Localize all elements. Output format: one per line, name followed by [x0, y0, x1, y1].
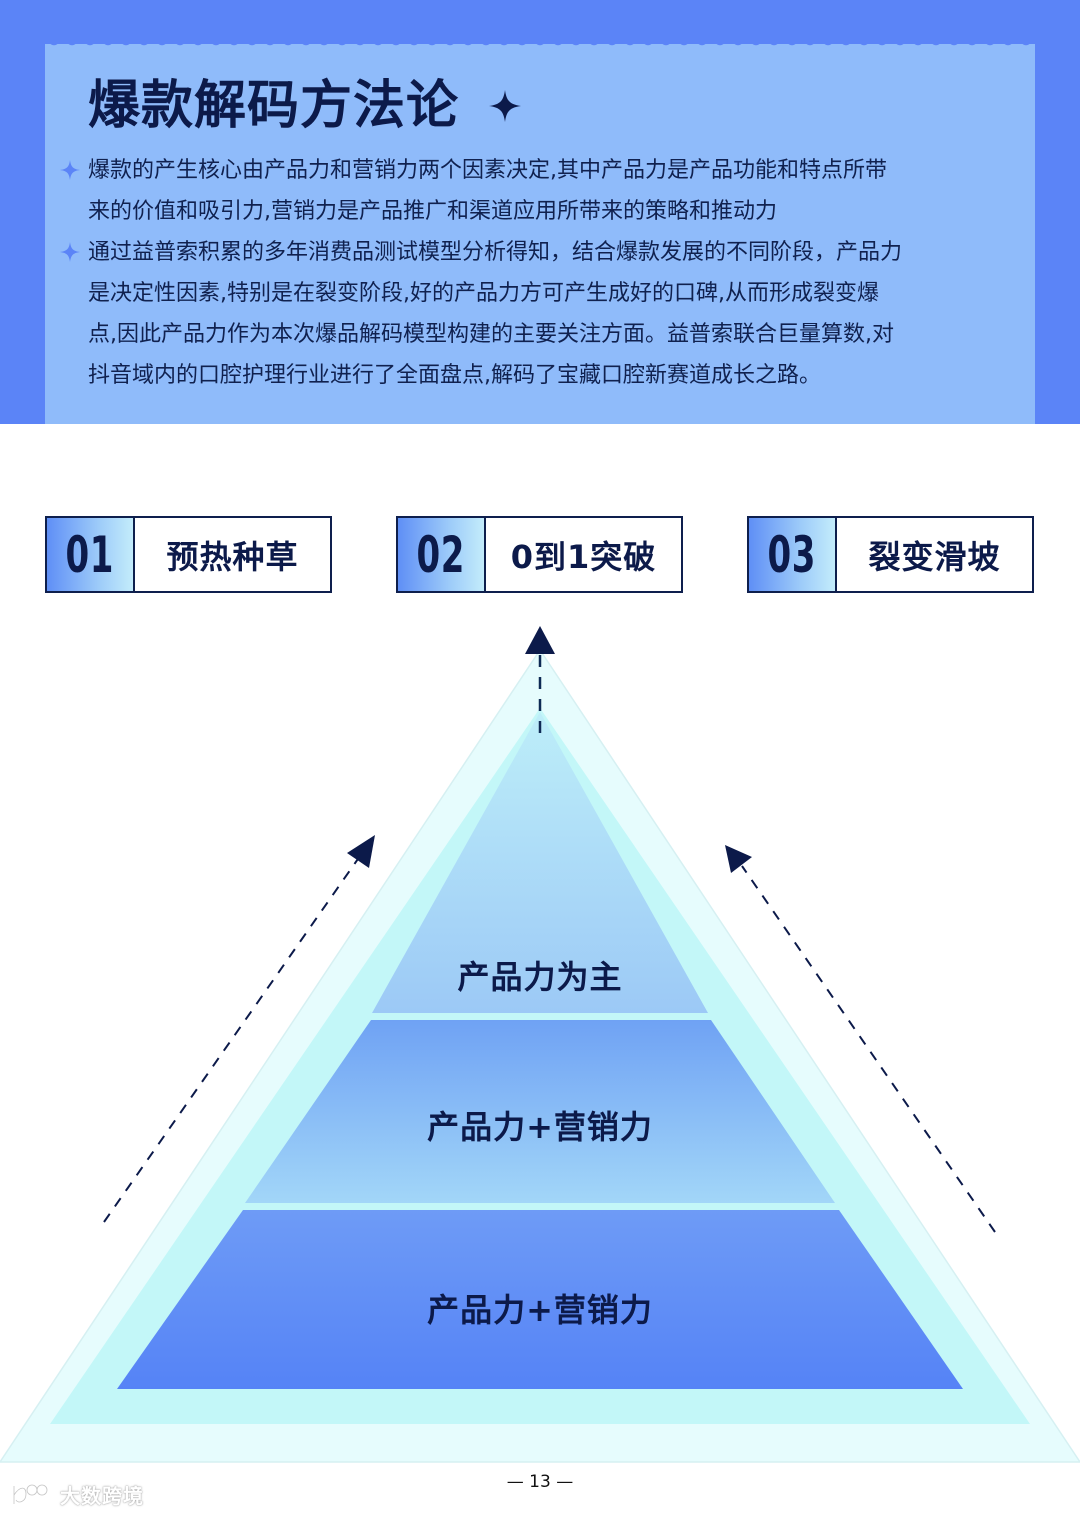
arrow-up-center-icon — [525, 626, 555, 742]
arrow-up-right-icon — [725, 845, 996, 1233]
stage-label: 预热种草 — [166, 537, 299, 576]
pyramid-tier-middle-label: 产品力+营销力 — [427, 1108, 653, 1146]
watermark-text: 大数跨境 — [60, 1484, 144, 1508]
intro-bullets: 爆款的产生核心由产品力和营销力两个因素决定,其中产品力是产品功能和特点所带 来的… — [58, 150, 998, 396]
stage-number-cell: 02 — [398, 518, 486, 591]
stage-number: 03 — [767, 525, 817, 584]
bullet-line: 来的价值和吸引力,营销力是产品推广和渠道应用所带来的策略和推动力 — [88, 199, 777, 224]
pyramid-tier-bottom — [117, 1210, 963, 1389]
watermark-logo-icon — [12, 1483, 49, 1504]
stage-box-01: 01 预热种草 — [45, 516, 332, 593]
stage-number: 01 — [65, 525, 115, 584]
pyramid-tier-top-label: 产品力为主 — [457, 958, 623, 996]
stage-label: 裂变滑坡 — [868, 537, 1001, 576]
bullet-line: 点,因此产品力作为本次爆品解码模型构建的主要关注方面。益普索联合巨量算数,对 — [88, 322, 894, 347]
bullet-line: 是决定性因素,特别是在裂变阶段,好的产品力方可产生成好的口碑,从而形成裂变爆 — [88, 281, 879, 306]
sparkle-icon — [489, 90, 522, 122]
bullet-item: 通过益普索积累的多年消费品测试模型分析得知，结合爆款发展的不同阶段，产品力 是决… — [58, 232, 998, 396]
sparkle-icon — [60, 242, 80, 262]
pyramid-diagram — [0, 626, 1080, 1463]
stage-box-03: 03 裂变滑坡 — [747, 516, 1034, 593]
page-number: — 13 — — [506, 1472, 574, 1492]
stage-number-cell: 01 — [47, 518, 135, 591]
stage-number-cell: 03 — [749, 518, 837, 591]
pyramid-tier-bottom-label: 产品力+营销力 — [427, 1291, 653, 1329]
watermark: 大数跨境 — [10, 1480, 144, 1509]
stage-box-02: 02 0到1突破 — [396, 516, 683, 593]
arrow-up-left-icon — [103, 835, 375, 1223]
intro-card — [45, 44, 1035, 424]
sparkle-icon — [60, 160, 80, 180]
title-row: 爆款解码方法论 — [88, 74, 522, 138]
stage-label: 0到1突破 — [510, 537, 657, 576]
stage-number: 02 — [416, 525, 466, 584]
bullet-line: 爆款的产生核心由产品力和营销力两个因素决定,其中产品力是产品功能和特点所带 — [88, 158, 887, 183]
bullet-item: 爆款的产生核心由产品力和营销力两个因素决定,其中产品力是产品功能和特点所带 来的… — [58, 150, 998, 232]
pyramid-tier-middle — [245, 1020, 835, 1203]
scalloped-edge — [45, 40, 1035, 50]
pyramid-tier-top — [372, 712, 708, 1013]
page-title: 爆款解码方法论 — [88, 76, 460, 136]
bullet-line: 通过益普索积累的多年消费品测试模型分析得知，结合爆款发展的不同阶段，产品力 — [88, 240, 903, 265]
bullet-line: 抖音域内的口腔护理行业进行了全面盘点,解码了宝藏口腔新赛道成长之路。 — [88, 363, 821, 388]
